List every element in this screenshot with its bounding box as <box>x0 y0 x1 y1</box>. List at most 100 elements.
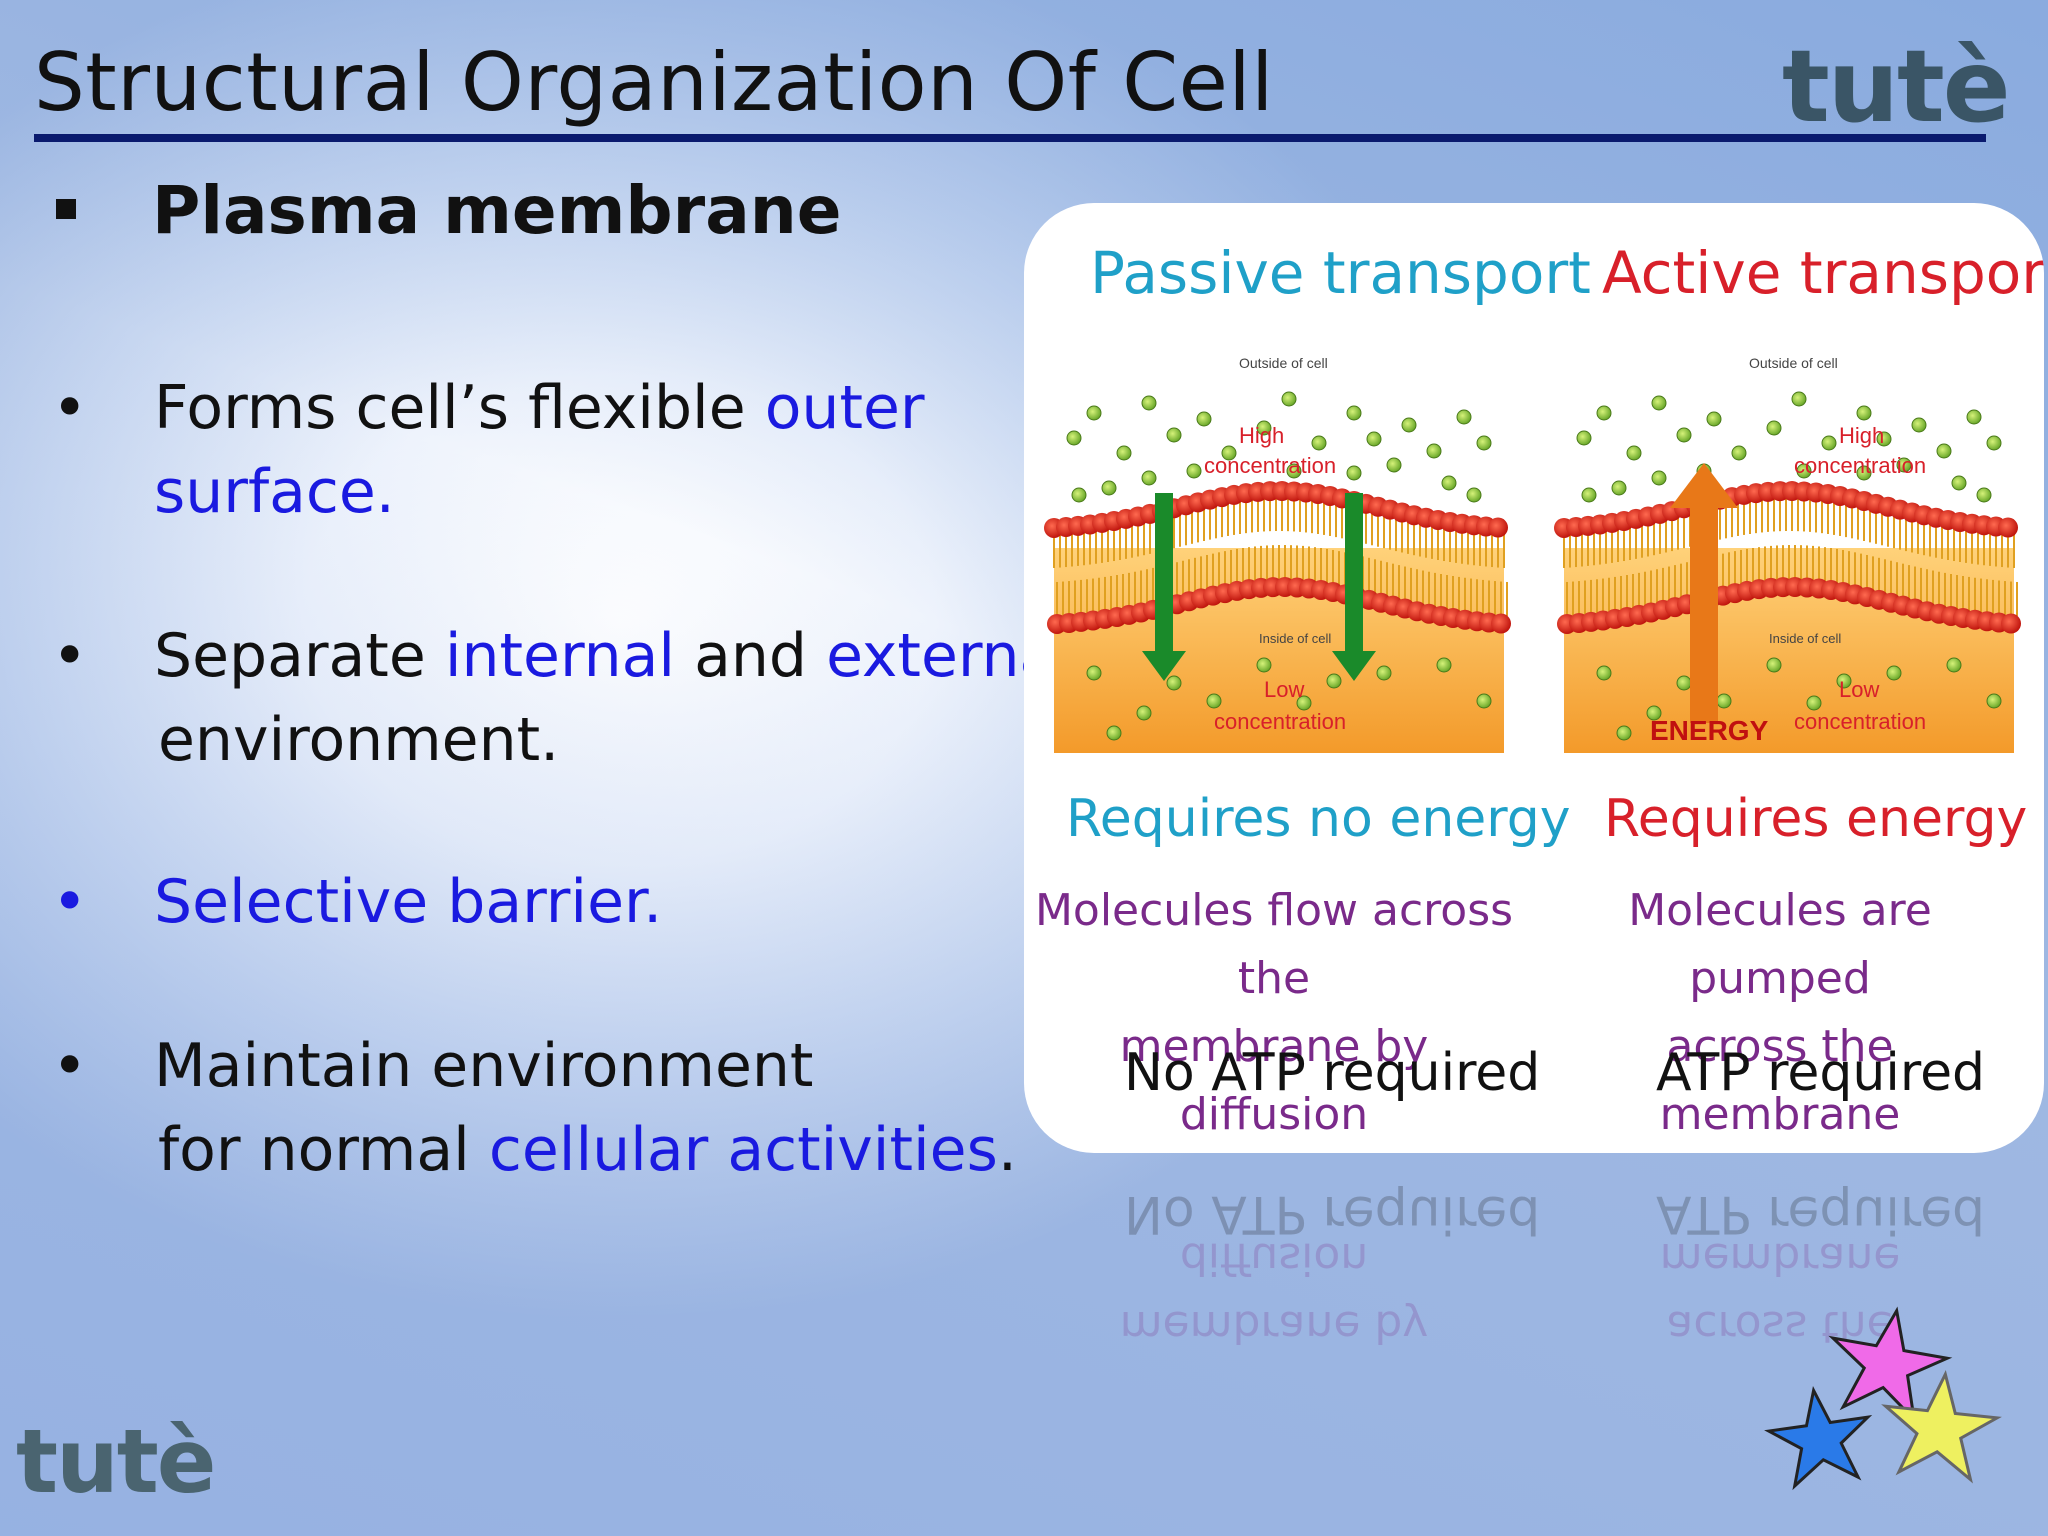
bullet-text: environment. <box>158 705 560 775</box>
lipid-head <box>1488 517 1508 538</box>
particle <box>1976 487 1992 503</box>
particle <box>1436 657 1452 673</box>
particle <box>1196 411 1212 427</box>
particle <box>1731 445 1747 461</box>
active-title: Active transport <box>1602 239 2044 307</box>
bullet-text: for normal <box>158 1115 489 1185</box>
magenta-star-icon <box>1828 1306 1953 1424</box>
particle <box>1141 395 1157 411</box>
yellow-star-icon <box>1881 1369 2002 1484</box>
particle <box>1141 470 1157 486</box>
pump-arrow-icon <box>1690 503 1718 723</box>
particle <box>1966 409 1982 425</box>
particle <box>1856 465 1872 481</box>
reflection-passive-desc: membrane by diffusion <box>1034 1224 1514 1360</box>
particle <box>1651 470 1667 486</box>
bullet-dot-icon: • <box>52 1031 88 1101</box>
particle <box>1426 443 1442 459</box>
particle <box>1886 665 1902 681</box>
particle <box>1311 435 1327 451</box>
passive-energy-note: Requires no energy <box>1066 789 1571 849</box>
particle <box>1576 430 1592 446</box>
particle <box>1166 675 1182 691</box>
particle <box>1366 431 1382 447</box>
particle <box>1186 463 1202 479</box>
particle <box>1346 405 1362 421</box>
title-underline <box>34 134 1986 142</box>
particle <box>1346 465 1362 481</box>
low-label: concentration <box>1794 709 1926 734</box>
particle <box>1296 695 1312 711</box>
particle <box>1676 427 1692 443</box>
bullet-dot-icon: • <box>52 373 88 443</box>
particle <box>1911 417 1927 433</box>
particle <box>1066 430 1082 446</box>
particle <box>1071 487 1087 503</box>
passive-desc-line: Molecules flow across the <box>1034 885 1514 1004</box>
inside-cell-label: Inside of cell <box>1259 631 1331 646</box>
particle <box>1596 405 1612 421</box>
bullet-text: Separate <box>154 621 445 691</box>
active-desc-line: across the membrane <box>1659 1021 1901 1140</box>
high-label: High <box>1239 423 1284 448</box>
particle <box>1806 695 1822 711</box>
bullet-text: and <box>675 621 827 691</box>
active-description: Molecules are pumped across the membrane <box>1540 877 2020 1149</box>
particle <box>1101 480 1117 496</box>
bullet-highlight: cellular activities <box>488 1115 998 1185</box>
particle <box>1876 431 1892 447</box>
active-energy-note: Requires energy <box>1604 789 2028 849</box>
low-label: Low <box>1839 677 1879 702</box>
bullet-text: Maintain environment <box>154 1031 814 1101</box>
particle <box>1476 693 1492 709</box>
tute-logo-bottom: tutè <box>16 1410 216 1513</box>
passive-description: Molecules flow across the membrane by di… <box>1034 877 1514 1149</box>
particle <box>1376 665 1392 681</box>
particle <box>1256 657 1272 673</box>
particle <box>1986 693 2002 709</box>
particle <box>1766 657 1782 673</box>
particle <box>1456 409 1472 425</box>
heading-text: Plasma membrane <box>152 172 842 249</box>
passive-title: Passive transport <box>1090 239 1591 307</box>
particle <box>1476 435 1492 451</box>
particle <box>1936 443 1952 459</box>
pump-arrow-icon <box>1670 463 1738 508</box>
lipid-head <box>1998 517 2018 538</box>
low-label: concentration <box>1214 709 1346 734</box>
high-label: concentration <box>1794 453 1926 478</box>
active-desc-line: Molecules are pumped <box>1628 885 1932 1004</box>
bullet-highlight: internal <box>444 621 676 691</box>
particle <box>1716 693 1732 709</box>
lipid-head <box>2001 613 2021 634</box>
particle <box>1166 427 1182 443</box>
particle <box>1596 665 1612 681</box>
outside-cell-label: Outside of cell <box>1749 355 1838 371</box>
particle <box>1796 463 1812 479</box>
particle <box>1706 411 1722 427</box>
particle <box>1951 475 1967 491</box>
particle <box>1766 420 1782 436</box>
outside-cell-label: Outside of cell <box>1239 355 1328 371</box>
slide-title: Structural Organization Of Cell <box>34 36 1274 129</box>
bullet-text: Forms cell’s flexible <box>154 373 765 443</box>
particle <box>1466 487 1482 503</box>
particle <box>1206 693 1222 709</box>
particle <box>1256 420 1272 436</box>
particle <box>1946 657 1962 673</box>
lipid-head <box>1491 613 1511 634</box>
bullet-highlight: Selective barrier. <box>154 867 663 937</box>
square-bullet-icon <box>56 198 76 219</box>
stars-decoration <box>1764 1306 2002 1491</box>
particle <box>1401 417 1417 433</box>
reflection-line: membrane by diffusion <box>1119 1233 1429 1352</box>
bullet-dot-icon: • <box>52 621 88 691</box>
particle <box>1616 725 1632 741</box>
particle <box>1286 463 1302 479</box>
particle <box>1386 457 1402 473</box>
particle <box>1136 705 1152 721</box>
tute-logo-top: tutè <box>1782 28 2011 145</box>
